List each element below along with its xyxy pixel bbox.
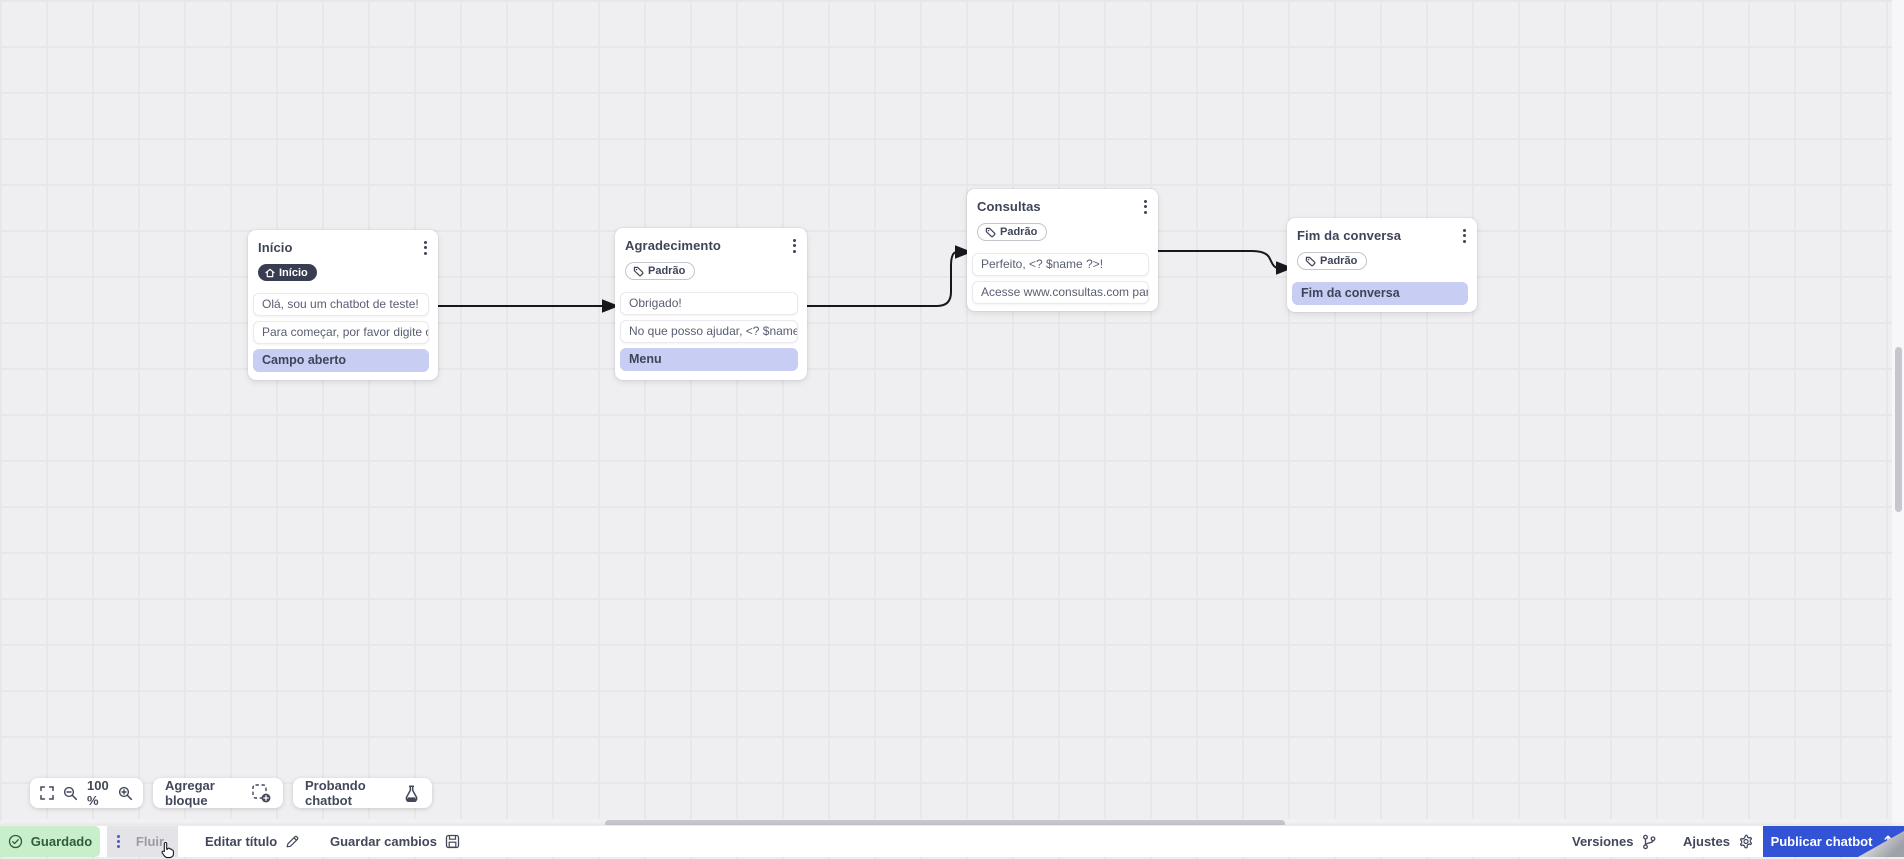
flow-tab-label: Fluir	[135, 834, 165, 849]
zoom-in-icon[interactable]	[118, 786, 133, 801]
node-message[interactable]: Obrigado!	[620, 291, 798, 315]
flow-node-agradecimento[interactable]: Agradecimento Padrão Obrigado! No que po…	[615, 228, 807, 380]
tag-icon	[633, 266, 644, 276]
floppy-disk-icon	[445, 834, 460, 849]
node-title: Fim da conversa	[1297, 228, 1402, 243]
node-message[interactable]: Perfeito, <? $name ?>!	[972, 252, 1149, 276]
flow-options-icon[interactable]	[117, 834, 120, 849]
bottom-toolbar: Guardado Fluir Editar título Guardar cam…	[0, 825, 1904, 857]
node-menu-icon[interactable]	[1141, 199, 1150, 215]
vertical-scrollbar-thumb[interactable]	[1895, 347, 1902, 512]
tag-icon	[1305, 256, 1316, 266]
horizontal-scrollbar-thumb[interactable]	[605, 820, 1285, 827]
gear-icon	[1739, 834, 1753, 848]
node-end-field[interactable]: Fim da conversa	[1292, 281, 1468, 305]
settings-button[interactable]: Ajustes	[1683, 826, 1754, 857]
zoom-controls: 100 %	[30, 778, 143, 808]
node-message[interactable]: Olá, sou um chatbot de teste!	[253, 292, 429, 316]
node-menu-icon[interactable]	[421, 240, 430, 256]
test-chatbot-button[interactable]: Probando chatbot	[293, 778, 432, 808]
node-type-badge: Início	[258, 264, 317, 281]
add-block-button[interactable]: Agregar bloque	[153, 778, 283, 808]
zoom-out-icon[interactable]	[63, 786, 78, 801]
save-changes-button[interactable]: Guardar cambios	[330, 826, 460, 857]
flask-icon	[403, 784, 420, 802]
node-menu-icon[interactable]	[790, 238, 799, 254]
node-menu-icon[interactable]	[1460, 228, 1469, 244]
fullscreen-icon[interactable]	[40, 786, 54, 800]
node-type-badge: Padrão	[625, 262, 696, 280]
flow-node-consultas[interactable]: Consultas Padrão Perfeito, <? $name ?>! …	[967, 189, 1158, 311]
flow-tab[interactable]: Fluir	[107, 826, 178, 857]
node-title: Agradecimento	[625, 238, 721, 253]
flow-node-inicio[interactable]: Início Início Olá, sou um chatbot de tes…	[248, 230, 438, 380]
node-menu-field[interactable]: Menu	[620, 347, 798, 371]
node-message[interactable]: Acesse www.consultas.com par...	[972, 280, 1149, 304]
add-block-icon	[252, 783, 271, 803]
check-circle-icon	[8, 834, 22, 849]
saved-status-badge: Guardado	[0, 826, 100, 857]
zoom-level: 100 %	[87, 778, 109, 808]
git-branch-icon	[1643, 834, 1656, 849]
node-type-badge: Padrão	[1297, 252, 1368, 270]
versions-button[interactable]: Versiones	[1572, 826, 1657, 857]
node-title: Consultas	[977, 199, 1041, 214]
node-message[interactable]: No que posso ajudar, <? $name ...	[620, 319, 798, 343]
node-type-badge: Padrão	[977, 223, 1048, 241]
flow-node-fim-da-conversa[interactable]: Fim da conversa Padrão Fim da conversa	[1287, 218, 1477, 312]
pencil-icon	[286, 835, 299, 848]
edit-title-button[interactable]: Editar título	[205, 826, 300, 857]
tag-icon	[985, 227, 996, 237]
home-icon	[265, 268, 275, 277]
node-open-field[interactable]: Campo aberto	[253, 348, 429, 372]
node-message[interactable]: Para começar, por favor digite o ...	[253, 320, 429, 344]
node-title: Início	[258, 240, 293, 255]
